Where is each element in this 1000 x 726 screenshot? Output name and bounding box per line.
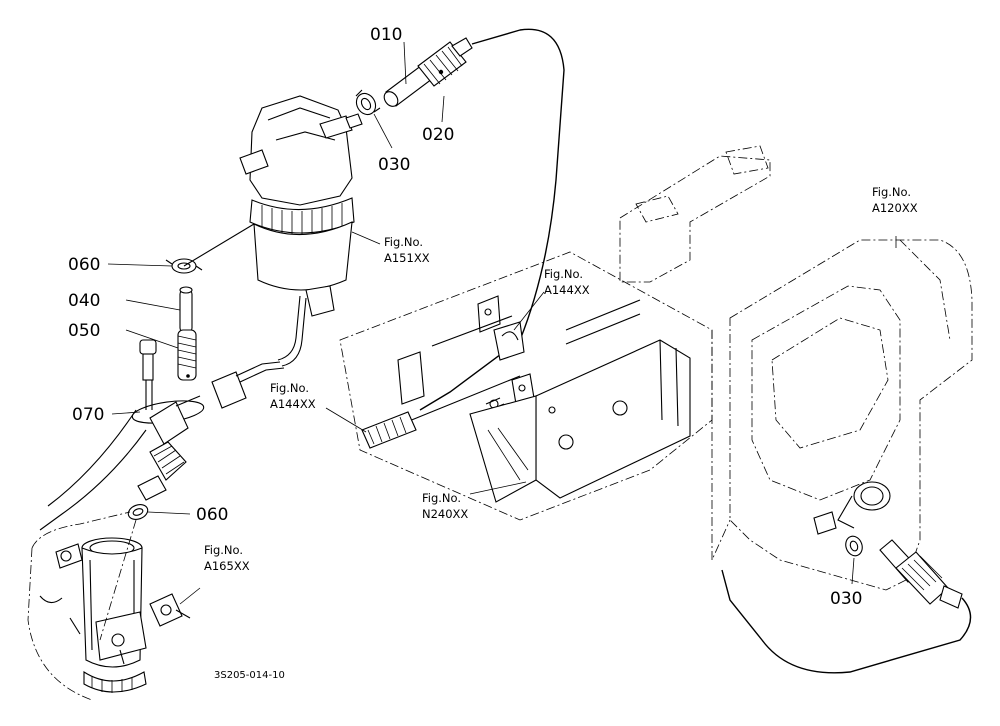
sleeve-020: [417, 37, 473, 87]
return-fuel-pipe: [419, 28, 565, 411]
part-number-labels: 010 020 030 060 040 050 070 060 030: [68, 25, 862, 609]
label-050: 050: [68, 321, 100, 341]
label-020: 020: [422, 125, 454, 145]
figref-a144-left-label: Fig.No.: [270, 381, 309, 395]
figref-n240-label: Fig.No.: [422, 491, 461, 505]
figure-reference-labels: Fig.No. A151XX Fig.No. A144XX Fig.No. A1…: [204, 185, 918, 573]
figref-a165-label: Fig.No.: [204, 543, 243, 557]
label-060-top: 060: [68, 255, 100, 275]
figref-a165-code: A165XX: [204, 559, 250, 573]
label-010: 010: [370, 25, 402, 45]
figref-a144-left-code: A144XX: [270, 397, 316, 411]
engine-bracket-outline: [339, 251, 713, 521]
figref-a151-label: Fig.No.: [384, 235, 423, 249]
hose-050: [177, 329, 197, 381]
left-hose-outline-2: [47, 409, 137, 507]
sensor-plug: [139, 339, 157, 410]
clamp-030-top: [355, 89, 381, 116]
label-060-bottom: 060: [196, 505, 228, 525]
figref-a144-top-label: Fig.No.: [544, 267, 583, 281]
figref-a151-code: A151XX: [384, 251, 430, 265]
figref-n240-code: N240XX: [422, 507, 468, 521]
pump-outline: [27, 511, 131, 701]
drawing-code: 3S205-014-10: [214, 670, 285, 681]
label-030-bottom: 030: [830, 589, 862, 609]
figref-a144-top-code: A144XX: [544, 283, 590, 297]
pipe-040: [179, 286, 193, 333]
left-supply-line: [183, 223, 255, 267]
clamp-060-bottom: [127, 504, 149, 520]
leader-lines: [107, 41, 897, 605]
pump-leader: [99, 519, 137, 641]
hose-lower: [137, 441, 187, 501]
figref-a120-label: Fig.No.: [872, 185, 911, 199]
label-040: 040: [68, 291, 100, 311]
label-070: 070: [72, 405, 104, 425]
engine-body-outline: [619, 145, 973, 674]
left-hose-outline: [39, 429, 147, 531]
band-070: [131, 395, 205, 445]
figref-a120-code: A120XX: [872, 201, 918, 215]
label-030-top: 030: [378, 155, 410, 175]
fuel-filter-assembly: [211, 95, 363, 409]
injection-pump-assembly: [39, 537, 191, 693]
